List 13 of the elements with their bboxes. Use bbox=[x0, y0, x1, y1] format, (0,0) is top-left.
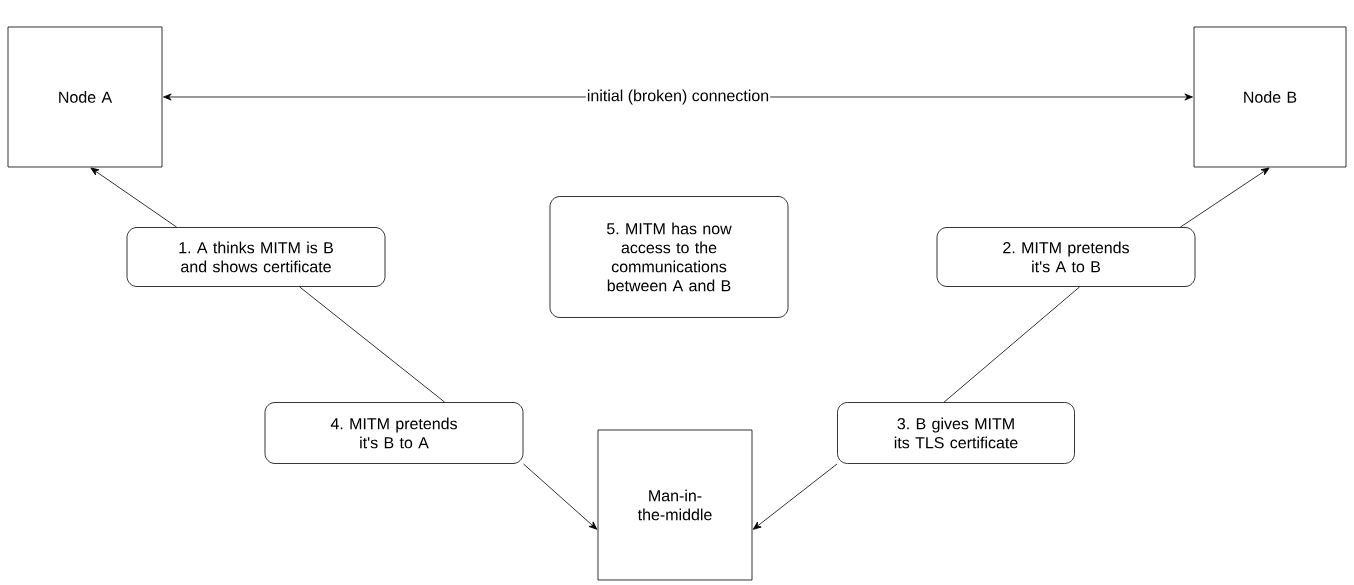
rounded-text-box: 1. A thinks MITM is B and shows certificate bbox=[126, 227, 386, 287]
arrow bbox=[90, 167, 177, 228]
arrow bbox=[752, 463, 838, 530]
arrow bbox=[523, 463, 598, 530]
rounded-text-box: 4. MITM pretends it's B to A bbox=[264, 402, 524, 464]
node-box: Node A bbox=[7, 26, 163, 168]
rounded-text-box: 3. B gives MITM its TLS certificate bbox=[837, 402, 1075, 464]
node-box: Man-in-the-middle bbox=[597, 429, 753, 581]
rounded-text-box: 2. MITM pretends it's A to B bbox=[936, 227, 1196, 287]
edge-label: initial (broken) connection bbox=[585, 88, 771, 106]
rounded-text-box: 5. MITM has now access to the communications between A and B bbox=[549, 196, 789, 318]
arrow bbox=[1180, 167, 1270, 228]
node-box: Node B bbox=[1193, 26, 1347, 168]
